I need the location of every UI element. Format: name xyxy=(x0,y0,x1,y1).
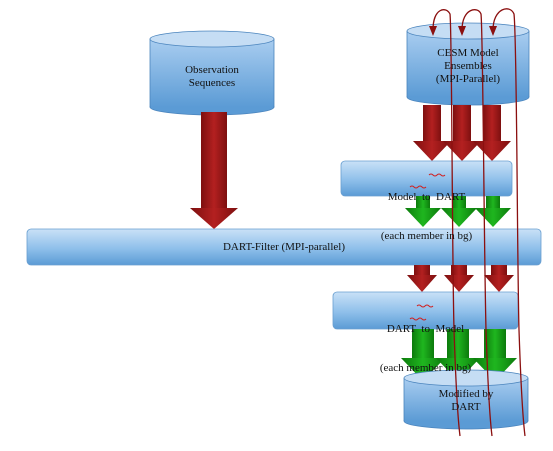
cesm-line2: Ensembles xyxy=(444,60,492,72)
model-to-dart-label: Model to DART (each member in bg) xyxy=(341,165,512,256)
green-arrow-1 xyxy=(405,196,441,227)
dart-to-model-line2: (each member in bg) xyxy=(379,362,472,374)
observation-sequences-cylinder xyxy=(149,30,275,116)
loop-arrowhead-2 xyxy=(458,26,466,36)
dart-to-model-line1: DART to Model xyxy=(386,323,465,335)
green-arrow-4 xyxy=(401,329,445,381)
modified-line1: Modified by xyxy=(438,388,494,400)
observation-sequences-line1: Observation xyxy=(185,64,239,76)
loop-arrowhead-3 xyxy=(489,26,497,36)
dart-filter-line1: DART-Filter (MPI-parallel) xyxy=(222,241,346,253)
loop-arrowhead-1 xyxy=(429,26,437,36)
dart-to-model-to-modified-arrows xyxy=(401,329,517,381)
dart-filter-bar xyxy=(26,228,542,266)
dart-to-model-label: DART to Model (each member in bg) xyxy=(333,297,518,388)
model-to-dart-line1: Model to DART xyxy=(387,191,466,203)
observation-sequences-label: Observation Sequences xyxy=(150,64,274,90)
cesm-model-ensembles-label: CESM Model Ensembles (MPI-Parallel) xyxy=(407,47,529,86)
loop-arrowheads xyxy=(429,26,497,36)
modified-by-dart-label: Modified by DART xyxy=(404,388,528,414)
red-arrow-3 xyxy=(473,105,511,161)
green-arrow-2 xyxy=(441,196,477,227)
loop-line-3 xyxy=(492,8,526,437)
filter-to-dart-to-model-arrows xyxy=(407,265,514,292)
spellcheck-underlines xyxy=(409,173,446,321)
red-arrow-4 xyxy=(407,265,437,292)
green-arrow-6 xyxy=(473,329,517,381)
red-arrow-2 xyxy=(443,105,481,161)
observation-sequences-line2: Sequences xyxy=(188,77,236,89)
ensemble-loop-lines xyxy=(432,8,526,437)
cesm-line3: (MPI-Parallel) xyxy=(435,73,501,85)
modified-line2: DART xyxy=(451,401,481,413)
red-arrow-1 xyxy=(413,105,451,161)
observation-to-filter-arrow xyxy=(190,112,238,229)
cesm-to-model-to-dart-arrows xyxy=(413,105,511,161)
cesm-line1: CESM Model xyxy=(437,47,499,59)
red-arrow-6 xyxy=(484,265,514,292)
loop-line-2 xyxy=(461,9,493,437)
loop-line-1 xyxy=(432,9,461,437)
green-arrow-5 xyxy=(436,329,480,381)
red-arrow-5 xyxy=(444,265,474,292)
model-to-dart-line2: (each member in bg) xyxy=(380,230,473,242)
modified-by-dart-cylinder xyxy=(403,369,529,430)
cesm-model-ensembles-cylinder xyxy=(406,22,530,106)
dart-filter-label: DART-Filter (MPI-parallel) xyxy=(27,241,541,254)
